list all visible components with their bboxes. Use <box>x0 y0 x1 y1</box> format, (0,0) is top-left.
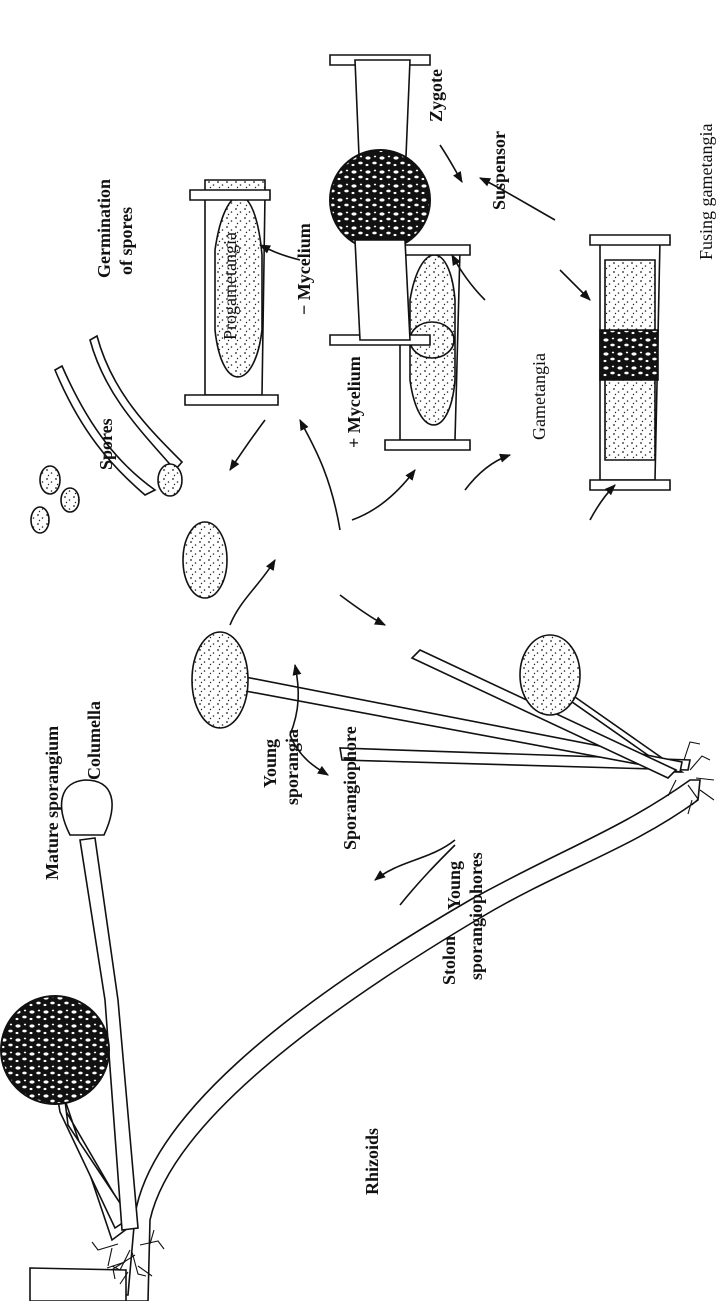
label-mature-sporangium: Mature sporangium <box>42 726 62 880</box>
spore <box>40 466 60 494</box>
young-sporangium-1 <box>520 635 580 715</box>
zygote <box>330 150 430 250</box>
columella <box>62 780 112 835</box>
spore <box>61 488 79 512</box>
label-minus-mycelium: − Mycelium <box>294 223 314 315</box>
label-fusing-gametangia: Fusing gametangia <box>696 124 716 260</box>
label-sporangiophore: Sporangiophore <box>340 726 360 850</box>
stolon <box>40 780 700 1301</box>
spore <box>31 507 49 533</box>
label-stolon: Stolon <box>439 936 459 985</box>
label-suspensor: Suspensor <box>489 131 509 210</box>
young-sporangium-2 <box>192 632 248 728</box>
label-young-sporangia-1: Young <box>260 739 280 788</box>
label-young-sporangiophores-1: Young <box>444 861 464 910</box>
label-young-sporangiophores-2: sporangiophores <box>466 852 486 980</box>
label-progametangia: Progametangia <box>220 232 240 340</box>
label-rhizoids: Rhizoids <box>362 1128 382 1195</box>
fused-region <box>600 330 658 380</box>
label-columella: Columella <box>84 701 104 780</box>
young-sporangium-3 <box>183 522 227 598</box>
label-gametangia: Gametangia <box>529 353 549 440</box>
mature-plant-drawing <box>1 522 714 1301</box>
label-germination-2: of spores <box>116 207 136 275</box>
fusing-gametangia-drawing <box>590 235 670 490</box>
label-germination-1: Germination <box>94 179 114 278</box>
label-spores: Spores <box>96 418 116 470</box>
mature-sporangium <box>1 996 109 1104</box>
label-young-sporangia-2: sporangia <box>282 729 302 805</box>
label-zygote: Zygote <box>426 69 446 122</box>
label-plus-mycelium: + Mycelium <box>344 356 364 448</box>
